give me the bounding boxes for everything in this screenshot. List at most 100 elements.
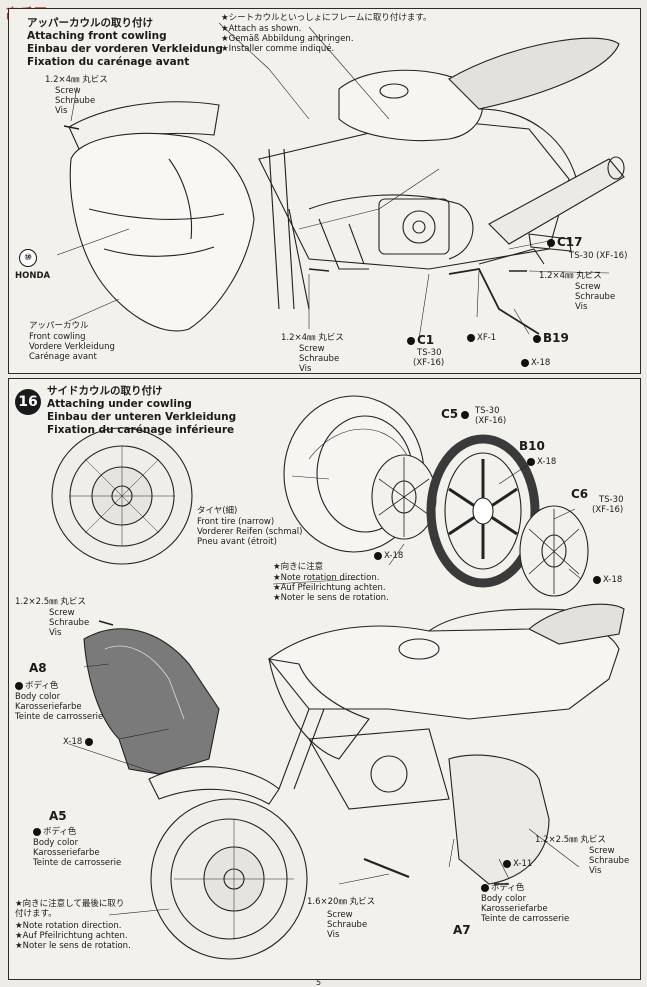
x18-disc: X-18 (593, 575, 622, 585)
screw-right-fr: Vis (589, 866, 602, 876)
a7-body-fr: Teinte de carrosserie (481, 914, 570, 924)
part-c17: C17 (547, 235, 583, 249)
step-15-title-fr: Fixation du carénage avant (27, 56, 190, 68)
c1-paint-1: TS-30 (417, 348, 442, 358)
paint-dot-icon (503, 859, 511, 868)
a8-paint: X-18 (63, 737, 95, 747)
screw-left-en: Screw (55, 86, 81, 96)
screw-left-de: Schraube (55, 96, 96, 106)
rotation2-note-jp: ★向きに注意して最後に取り付けます。 (15, 899, 125, 919)
c6-paint-1: TS-30 (599, 495, 624, 505)
attach-note-en: ★Attach as shown. (221, 24, 302, 34)
part-b19-label: B19 (543, 331, 569, 345)
screw-long-en: Screw (327, 910, 353, 920)
paint-dot-icon (407, 336, 415, 345)
paint-dot-icon (527, 457, 535, 466)
x18-wheel: X-18 (374, 551, 403, 561)
part-c6: C6 (571, 487, 589, 501)
page-number: 5 (316, 978, 322, 987)
step-15-panel: アッパーカウルの取り付け Attaching front cowling Ein… (8, 8, 641, 374)
screw-top-jp: 1.2×2.5㎜ 丸ビス (15, 597, 86, 607)
tire-label-de: Vorderer Reifen (schmal) (197, 527, 303, 537)
part-a8: A8 (29, 661, 47, 675)
screw-mid-de: Schraube (299, 354, 340, 364)
rotation-note-de: ★Auf Pfeilrichtung achten. (273, 583, 386, 593)
attach-note-jp: ★シートカウルといっしょにフレームに取り付けます。 (221, 13, 432, 23)
step-15-title-jp: アッパーカウルの取り付け (27, 17, 153, 29)
screw-right-fr: Vis (575, 302, 588, 312)
screw-mid-jp: 1.2×4㎜ 丸ビス (281, 333, 344, 343)
rotation2-note-en: ★Note rotation direction. (15, 921, 122, 931)
screw-long-jp: 1.6×20㎜ 丸ビス (307, 897, 376, 907)
x11-label: X-11 (513, 859, 533, 869)
paint-dot-icon (85, 737, 94, 746)
screw-top-de: Schraube (49, 618, 90, 628)
tire-label-en: Front tire (narrow) (197, 517, 275, 527)
rotation2-note-fr: ★Noter le sens de rotation. (15, 941, 131, 951)
step-16-title-en: Attaching under cowling (47, 398, 192, 410)
c1-paint-2: (XF-16) (413, 358, 445, 368)
a8-body-fr: Teinte de carrosserie (15, 712, 104, 722)
a5-body-jp: ボディ色 (33, 827, 76, 837)
part-c17-label: C17 (557, 235, 583, 249)
a7-body-jp-text: ボディ色 (491, 883, 525, 893)
c5-paint-1: TS-30 (475, 406, 500, 416)
screw-mid-fr: Vis (299, 364, 312, 374)
screw-right-jp: 1.2×4㎜ 丸ビス (539, 271, 602, 281)
paint-dot-icon (521, 358, 529, 367)
a8-body-jp-text: ボディ色 (25, 681, 59, 691)
x18-disc-label: X-18 (603, 575, 623, 585)
paint-dot-icon (467, 333, 475, 342)
a8-paint-label: X-18 (63, 737, 83, 747)
a8-body-en: Body color (15, 692, 61, 702)
part-c5-label: C5 (441, 407, 459, 421)
b10-paint-label: X-18 (537, 457, 557, 467)
screw-right-en: Screw (589, 846, 615, 856)
a5-body-de: Karosseriefarbe (33, 848, 100, 858)
paint-dot-icon (547, 238, 555, 247)
a7-body-jp: ボディ色 (481, 883, 524, 893)
a5-body-en: Body color (33, 838, 79, 848)
cowl-label-jp: アッパーカウル (29, 321, 89, 331)
paint-dot-icon (461, 410, 470, 419)
under-cowling-illustration (51, 395, 625, 960)
honda-decal-label: HONDA (15, 271, 51, 281)
tire-label-fr: Pneu avant (étroit) (197, 537, 277, 547)
step-15-title-de: Einbau der vorderen Verkleidung (27, 43, 223, 55)
paint-dot-icon (374, 551, 382, 560)
screw-top-en: Screw (49, 608, 75, 618)
step-16-number: 16 (15, 389, 41, 415)
part-c1-label: C1 (417, 333, 435, 347)
step-16-panel: 16 サイドカウルの取り付け Attaching under cowling E… (8, 378, 641, 980)
screw-right-en: Screw (575, 282, 601, 292)
a5-body-fr: Teinte de carrosserie (33, 858, 122, 868)
screw-mid-en: Screw (299, 344, 325, 354)
part-xf1-label: XF-1 (477, 333, 497, 343)
part-c1: C1 (407, 333, 434, 347)
a7-body-en: Body color (481, 894, 527, 904)
b10-paint: X-18 (527, 457, 556, 467)
b19-paint-label: X-18 (531, 358, 551, 368)
screw-top-fr: Vis (49, 628, 62, 638)
attach-note-de: ★Gemäß Abbildung anbringen. (221, 34, 354, 44)
step-16-title-jp: サイドカウルの取り付け (47, 385, 163, 397)
screw-right-de: Schraube (589, 856, 630, 866)
screw-long-de: Schraube (327, 920, 368, 930)
b19-paint: X-18 (521, 358, 550, 368)
x11-paint: X-11 (503, 859, 532, 869)
front-cowling-illustration (56, 22, 625, 340)
a8-body-jp: ボディ色 (15, 681, 58, 691)
step-15-title-en: Attaching front cowling (27, 30, 167, 42)
rotation-note-fr: ★Noter le sens de rotation. (273, 593, 389, 603)
screw-long-fr: Vis (327, 930, 340, 940)
a8-body-de: Karosseriefarbe (15, 702, 82, 712)
paint-dot-icon (593, 575, 601, 584)
paint-dot-icon (481, 883, 489, 892)
attach-note-fr: ★Installer comme indiqué. (221, 44, 335, 54)
tire-label-jp: タイヤ(細) (197, 506, 238, 516)
part-a5: A5 (49, 809, 67, 823)
step-16-title-fr: Fixation du carénage inférieure (47, 424, 235, 436)
decal-number: ⑩ (19, 249, 37, 267)
c5-paint-2: (XF-16) (475, 416, 507, 426)
rotation-note-jp: ★向きに注意 (273, 562, 324, 572)
